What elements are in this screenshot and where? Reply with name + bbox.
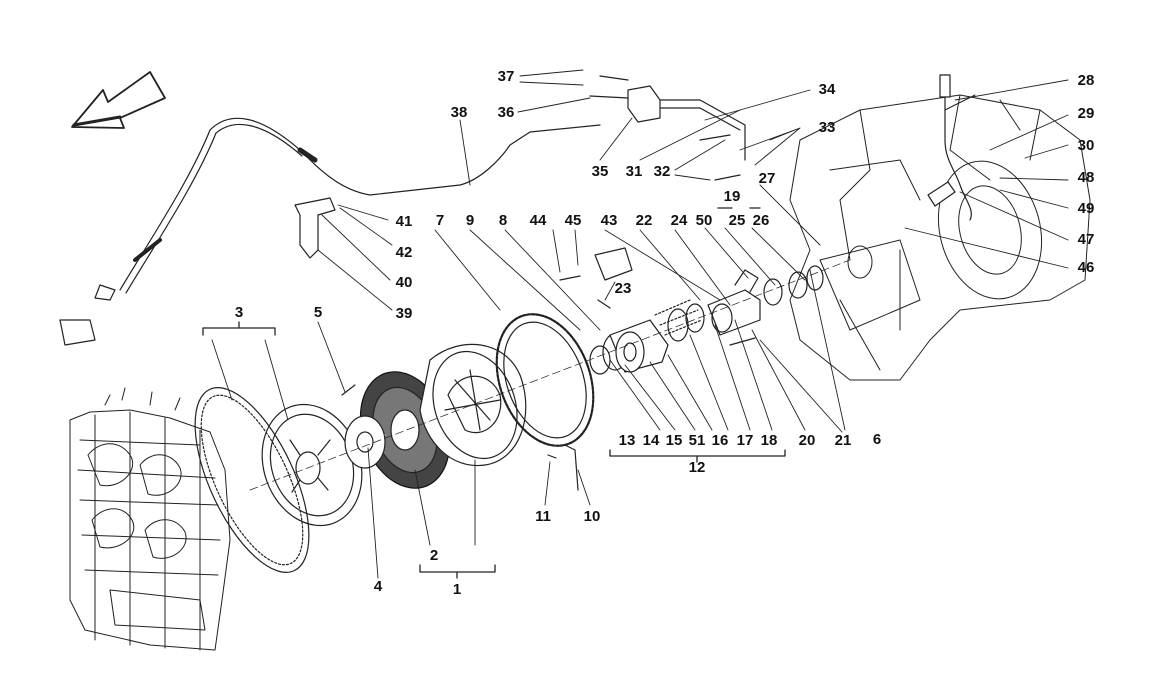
part-label-28: 28: [1077, 72, 1095, 89]
part-label-36: 36: [497, 104, 515, 121]
part-label-4: 4: [373, 578, 383, 595]
o-rings: [764, 266, 823, 305]
part-label-38: 38: [450, 104, 468, 121]
hub-plate: [345, 416, 385, 468]
part-label-37: 37: [497, 68, 515, 85]
part-label-30: 30: [1077, 137, 1095, 154]
part-label-9: 9: [465, 212, 475, 229]
part-label-5: 5: [313, 304, 323, 321]
part-label-33: 33: [818, 119, 836, 136]
brackets-and-fittings: [60, 198, 632, 345]
part-label-43: 43: [600, 212, 618, 229]
part-label-39: 39: [395, 305, 413, 322]
part-label-3: 3: [234, 304, 244, 321]
part-label-8: 8: [498, 212, 508, 229]
hydraulic-pipes: [120, 100, 745, 293]
part-label-42: 42: [395, 244, 413, 261]
part-label-11: 11: [535, 508, 551, 525]
bolts: [342, 135, 755, 490]
part-label-47: 47: [1077, 231, 1095, 248]
engine-block: [70, 388, 230, 650]
part-label-29: 29: [1077, 105, 1095, 122]
part-label-45: 45: [564, 212, 582, 229]
direction-arrow: [72, 72, 165, 128]
part-label-41: 41: [395, 213, 413, 230]
part-label-40: 40: [395, 274, 413, 291]
sensor-28: [940, 75, 971, 220]
group-brackets: [203, 208, 785, 578]
pipe-union-block: [590, 76, 660, 122]
part-label-46: 46: [1077, 259, 1095, 276]
part-label-22: 22: [635, 212, 653, 229]
part-label-14: 14: [642, 432, 660, 449]
part-label-44: 44: [529, 212, 547, 229]
part-label-16: 16: [711, 432, 729, 449]
centerline: [250, 260, 850, 490]
part-label-18: 18: [760, 432, 778, 449]
part-label-6: 6: [872, 431, 882, 448]
part-label-15: 15: [665, 432, 683, 449]
leader-lines: [212, 70, 1068, 578]
part-label-31: 31: [625, 163, 643, 180]
part-label-1: 1: [452, 581, 462, 598]
part-label-26: 26: [752, 212, 770, 229]
part-label-35: 35: [591, 163, 609, 180]
part-label-19: 19: [723, 188, 741, 205]
part-label-25: 25: [728, 212, 746, 229]
part-label-34: 34: [818, 81, 836, 98]
part-label-21: 21: [834, 432, 852, 449]
release-bearing-assembly: [590, 270, 760, 374]
part-label-12: 12: [688, 459, 706, 476]
part-label-13: 13: [618, 432, 636, 449]
part-label-7: 7: [435, 212, 445, 229]
part-label-10: 10: [583, 508, 601, 525]
sensor-47: [928, 182, 955, 206]
part-label-20: 20: [798, 432, 816, 449]
part-label-27: 27: [758, 170, 776, 187]
part-label-49: 49: [1077, 200, 1095, 217]
part-label-17: 17: [736, 432, 754, 449]
part-label-51: 51: [688, 432, 706, 449]
part-label-24: 24: [670, 212, 688, 229]
pressure-plate-1: [419, 340, 532, 471]
part-label-50: 50: [695, 212, 713, 229]
part-label-2: 2: [429, 547, 439, 564]
ring-gear-3: [172, 372, 333, 589]
part-label-23: 23: [614, 280, 632, 297]
part-label-48: 48: [1077, 169, 1095, 186]
part-label-32: 32: [653, 163, 671, 180]
ring-gear-7: [479, 301, 610, 460]
gearbox-housing: [790, 95, 1090, 380]
